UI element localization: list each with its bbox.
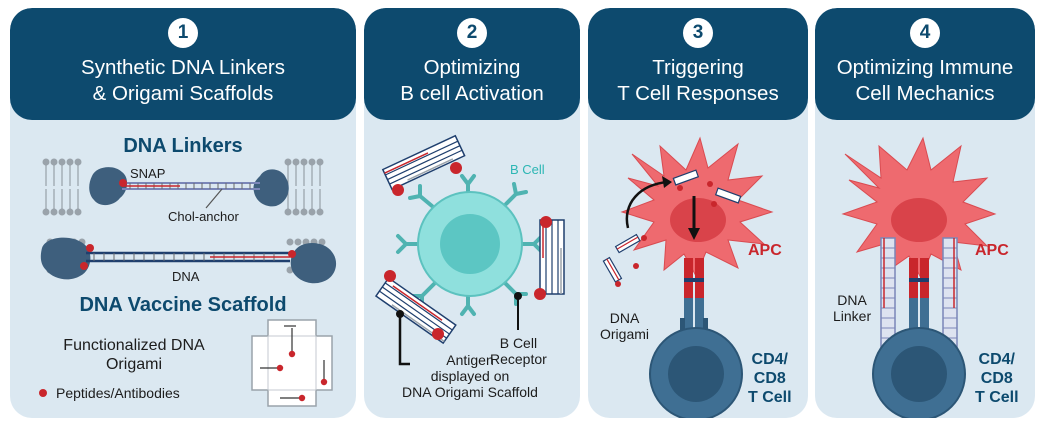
antigen-dot-6 xyxy=(432,328,444,340)
panel-3-header: 3 Triggering T Cell Responses xyxy=(588,8,808,120)
t-cell-nucleus xyxy=(668,346,724,402)
tcr-mhc-complex xyxy=(909,258,929,334)
membrane-right-top xyxy=(284,158,324,216)
apc-label: APC xyxy=(748,242,782,259)
dna-linkers-heading: DNA Linkers xyxy=(123,135,243,157)
panel-1-illustration xyxy=(39,158,337,407)
antigen-dot-4 xyxy=(534,288,546,300)
membrane-left-top xyxy=(42,158,82,216)
b-cell-nucleus xyxy=(440,214,500,274)
apc-nucleus xyxy=(670,198,726,242)
panel-1-title: Synthetic DNA Linkers & Origami Scaffold… xyxy=(81,56,285,105)
panel-4-number: 4 xyxy=(910,18,940,48)
panel-2-illustration xyxy=(374,134,565,366)
panel-4-illustration xyxy=(841,136,997,418)
panel-3-number: 3 xyxy=(683,18,713,48)
panel-2-header: 2 Optimizing B cell Activation xyxy=(364,8,580,120)
protein-left-bottom xyxy=(40,237,91,280)
dna-origami-label: DNA Origami xyxy=(600,310,650,342)
apc-nucleus xyxy=(891,198,947,242)
antigen-dot-3 xyxy=(540,216,552,228)
dna-linker-left xyxy=(880,237,896,359)
b-cell-label: B Cell xyxy=(510,162,545,177)
antigen-label: Antigen displayed on DNA Origami Scaffol… xyxy=(402,352,538,400)
t-cell-label: CD4/ CD8 T Cell xyxy=(975,351,1019,406)
snap-label: SNAP xyxy=(130,166,166,181)
origami-right xyxy=(539,219,565,295)
panel-4-header: 4 Optimizing Immune Cell Mechanics xyxy=(815,8,1035,120)
panel-3-illustration xyxy=(602,136,774,418)
dna-linker-label: DNA Linker xyxy=(833,292,872,324)
t-cell-nucleus xyxy=(891,346,947,402)
tcr-mhc-complex xyxy=(680,258,708,334)
dna-strand-bottom xyxy=(80,244,296,270)
panel-3: 3 Triggering T Cell Responses xyxy=(588,8,808,418)
panel-2-number: 2 xyxy=(457,18,487,48)
panel-4: 4 Optimizing Immune Cell Mechanics xyxy=(815,8,1035,418)
panel-4-title: Optimizing Immune Cell Mechanics xyxy=(836,56,1014,105)
b-cell-receptor-label: B Cell Receptor xyxy=(490,335,547,367)
legend-label: Peptides/Antibodies xyxy=(56,385,180,401)
apc-label: APC xyxy=(975,242,1009,259)
origami-top-left xyxy=(381,134,466,191)
panel-2-title: Optimizing B cell Activation xyxy=(400,56,544,105)
snap-protein-right xyxy=(253,169,289,207)
antigen-dot-5 xyxy=(384,270,396,282)
protein-right-bottom xyxy=(290,243,337,284)
panel-3-title: Triggering T Cell Responses xyxy=(617,56,779,105)
curved-arrow xyxy=(625,180,669,229)
chol-anchor-label: Chol-anchor xyxy=(168,209,239,224)
dna-linker-top xyxy=(119,179,260,209)
legend-dot xyxy=(39,389,47,397)
dna-label: DNA xyxy=(172,269,200,284)
antigen-dot-2 xyxy=(450,162,462,174)
panel-1-number: 1 xyxy=(168,18,198,48)
dna-origami-scaffold xyxy=(251,319,333,407)
peptide-dots xyxy=(615,181,717,287)
panel-1: 1 Synthetic DNA Linkers & Origami Scaffo… xyxy=(10,8,356,418)
panel-1-header: 1 Synthetic DNA Linkers & Origami Scaffo… xyxy=(10,8,356,120)
dna-vaccine-scaffold-heading: DNA Vaccine Scaffold xyxy=(79,294,287,316)
functionalized-origami-label: Functionalized DNA Origami xyxy=(63,337,205,373)
origami-fragments xyxy=(602,169,742,283)
t-cell-label: CD4/ CD8 T Cell xyxy=(748,351,792,406)
antigen-dot-1 xyxy=(392,184,404,196)
snap-protein-left xyxy=(89,167,128,206)
panel-2: 2 Optimizing B cell Activation xyxy=(364,8,580,418)
antigen-pointer xyxy=(398,314,410,366)
